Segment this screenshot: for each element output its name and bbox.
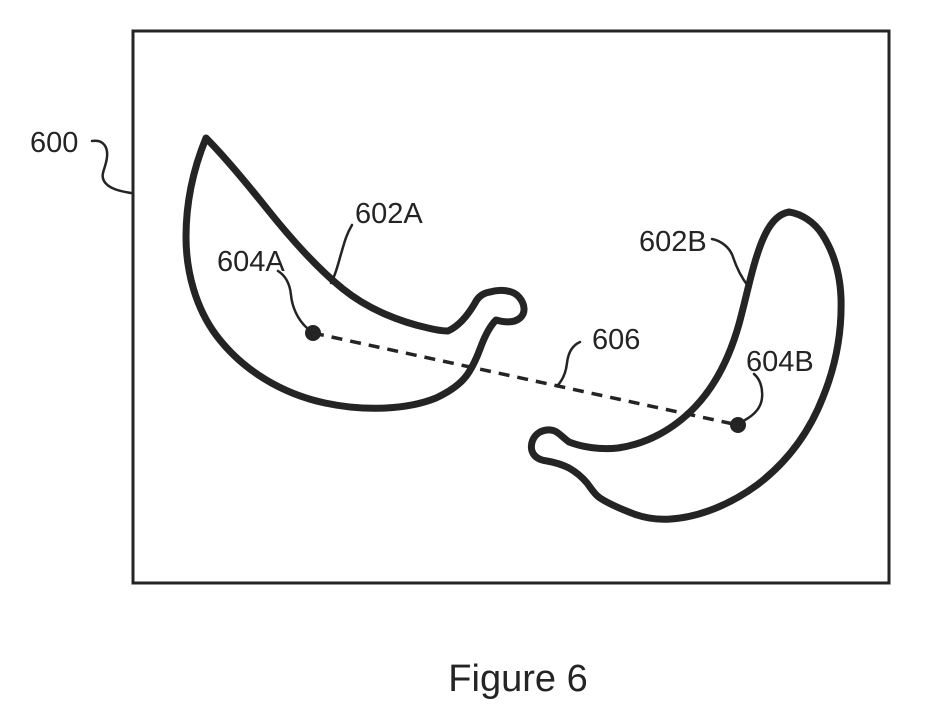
leader-line-604a bbox=[276, 269, 309, 330]
label-606: 606 bbox=[592, 324, 640, 356]
leader-line-602b bbox=[710, 237, 750, 288]
distance-dashed-line bbox=[312, 331, 739, 427]
keypoint-a-dot bbox=[305, 325, 321, 341]
figure-caption: Figure 6 bbox=[448, 658, 587, 700]
banana-b-outline bbox=[527, 208, 845, 523]
label-600: 600 bbox=[30, 127, 78, 159]
label-602a: 602A bbox=[355, 198, 423, 230]
label-604a: 604A bbox=[217, 246, 285, 278]
label-604b: 604B bbox=[746, 346, 814, 378]
leader-line-606 bbox=[555, 340, 582, 388]
keypoint-b-dot bbox=[730, 417, 746, 433]
leader-line-604b bbox=[743, 372, 764, 422]
label-602b: 602B bbox=[639, 226, 707, 258]
image-frame bbox=[131, 29, 891, 585]
leader-line-600 bbox=[90, 139, 133, 195]
leader-line-602a bbox=[329, 223, 354, 285]
banana-a-outline bbox=[182, 134, 528, 412]
